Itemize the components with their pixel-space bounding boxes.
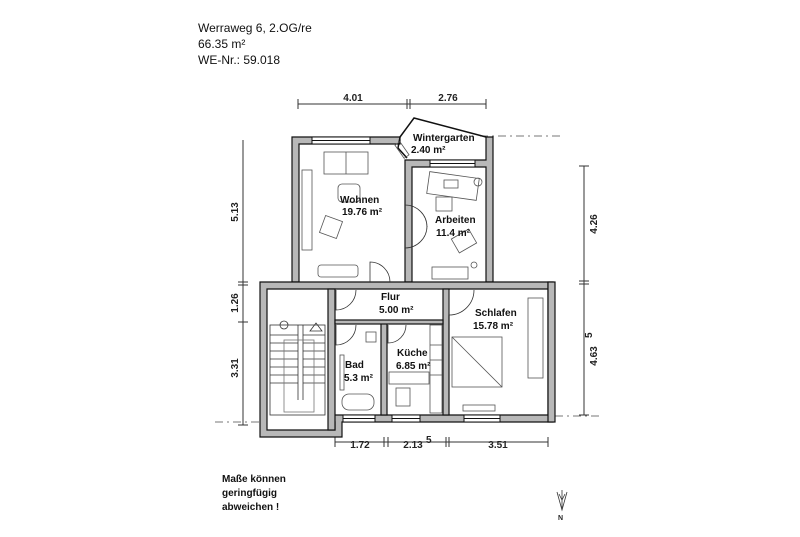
dim-left-3: 3.31 xyxy=(230,358,241,378)
room-name-flur: Flur xyxy=(381,292,400,303)
dim-top-1: 4.01 xyxy=(343,93,363,104)
room-name-arbeiten: Arbeiten xyxy=(435,215,476,226)
room-name-bad: Bad xyxy=(345,360,364,371)
address: Werraweg 6, 2.OG/re xyxy=(198,21,312,35)
windows xyxy=(311,136,501,423)
room-name-wintergarten: Wintergarten xyxy=(413,133,475,144)
disclaimer-line-1: Maße können xyxy=(222,474,286,485)
dim-left-2: 1.26 xyxy=(230,293,241,313)
dim-right-2: 4.63 xyxy=(589,346,600,366)
room-name-kueche: Küche xyxy=(397,348,428,359)
room-area-kueche: 6.85 m² xyxy=(396,361,431,372)
dim-bottom-1: 1.72 xyxy=(350,440,370,451)
room-area-schlafen: 15.78 m² xyxy=(473,321,514,332)
room-area-wintergarten: 2.40 m² xyxy=(411,145,446,156)
dim-bottom-2-sup: 5 xyxy=(426,435,432,446)
wintergarten-window xyxy=(394,141,410,159)
room-area-flur: 5.00 m² xyxy=(379,305,414,316)
room-area-wohnen: 19.76 m² xyxy=(342,207,383,218)
furniture xyxy=(301,151,544,414)
doors xyxy=(335,204,475,346)
walls xyxy=(259,136,556,438)
unit-number: WE-Nr.: 59.018 xyxy=(198,53,281,67)
north-label: N xyxy=(558,515,563,522)
plan-header: Werraweg 6, 2.OG/re 66.35 m² WE-Nr.: 59.… xyxy=(198,20,312,68)
disclaimer-line-3: abweichen ! xyxy=(222,502,280,513)
room-area-arbeiten: 11.4 m² xyxy=(436,228,471,239)
disclaimer-note: Maße können geringfügig abweichen ! xyxy=(222,473,286,515)
dim-left-1: 5.13 xyxy=(230,202,241,222)
dim-top-2: 2.76 xyxy=(438,93,458,104)
total-area: 66.35 m² xyxy=(198,37,246,51)
dimension-lines xyxy=(238,99,589,447)
staircase xyxy=(269,320,326,416)
dim-right-2-sup: 5 xyxy=(584,332,595,338)
dim-bottom-3: 3.51 xyxy=(488,440,508,451)
north-arrow-icon xyxy=(556,490,568,512)
room-area-bad: 5.3 m² xyxy=(344,373,374,384)
wintergarten-outline xyxy=(397,117,487,159)
reference-lines xyxy=(215,135,600,423)
dim-right-1: 4.26 xyxy=(589,214,600,234)
room-name-schlafen: Schlafen xyxy=(475,308,517,319)
dim-bottom-2: 2.13 xyxy=(403,440,423,451)
disclaimer-line-2: geringfügig xyxy=(222,488,277,499)
room-name-wohnen: Wohnen xyxy=(340,195,379,206)
